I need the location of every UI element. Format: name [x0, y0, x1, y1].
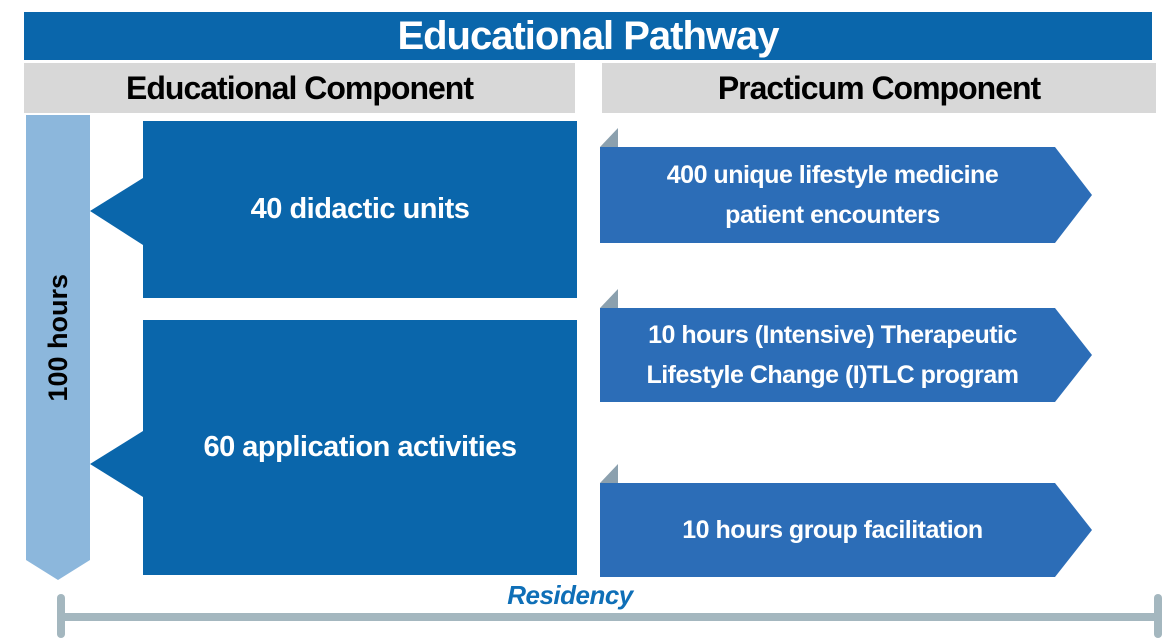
- practicum-component-label: Practicum Component: [717, 69, 1041, 106]
- educational-component-label: Educational Component: [126, 69, 474, 106]
- didactic-units-label: 40 didactic units: [250, 193, 470, 225]
- tlc-program-arrow: 10 hours (Intensive) Therapeutic Lifesty…: [600, 289, 1092, 402]
- arrow-text-line: Lifestyle Change (I)TLC program: [646, 361, 1019, 389]
- practicum-component-header: Practicum Component: [602, 63, 1156, 113]
- timeline-right-tick: [1154, 594, 1162, 638]
- residency-timeline: [62, 613, 1160, 621]
- educational-component-header: Educational Component: [24, 63, 575, 113]
- title-banner: Educational Pathway: [24, 12, 1152, 60]
- down-arrow-icon: [26, 560, 90, 580]
- arrow-text-line: patient encounters: [725, 201, 940, 229]
- application-activities-label: 60 application activities: [203, 431, 517, 463]
- residency-label: Residency: [507, 580, 633, 610]
- left-arrow-icon: [90, 178, 143, 245]
- hours-label: 100 hours: [42, 273, 73, 402]
- patient-encounters-arrow: 400 unique lifestyle medicine patient en…: [600, 128, 1092, 243]
- tlc-program-label: 10 hours (Intensive) Therapeutic Lifesty…: [610, 308, 1055, 402]
- group-facilitation-label: 10 hours group facilitation: [610, 483, 1055, 577]
- patient-encounters-label: 400 unique lifestyle medicine patient en…: [610, 147, 1055, 243]
- right-arrow-icon: [600, 128, 1092, 243]
- didactic-units-box: 40 didactic units: [143, 121, 577, 298]
- right-arrow-icon: [600, 289, 1092, 402]
- arrow-text-line: 400 unique lifestyle medicine: [666, 161, 999, 189]
- page-title: Educational Pathway: [397, 13, 779, 58]
- arrow-text-line: 10 hours group facilitation: [682, 516, 983, 544]
- application-activities-box: 60 application activities: [143, 320, 577, 575]
- group-facilitation-arrow: 10 hours group facilitation: [600, 464, 1092, 577]
- arrow-text-line: 10 hours (Intensive) Therapeutic: [648, 321, 1017, 349]
- timeline-left-tick: [57, 594, 65, 638]
- hours-bar: 100 hours: [26, 115, 90, 560]
- left-arrow-icon: [90, 431, 143, 497]
- right-arrow-icon: [600, 464, 1092, 577]
